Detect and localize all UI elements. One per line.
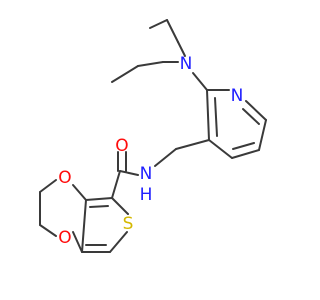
molecule-structure: O N H N N O O S bbox=[39, 19, 267, 253]
bond-o-top-ch2 bbox=[39, 179, 57, 193]
bond-pyr-c3-c2 bbox=[206, 89, 210, 141]
bond-carbonyl-thiophene bbox=[111, 170, 121, 199]
bond-c3-o-top bbox=[72, 184, 87, 201]
bond-pyr-c3-ch2 bbox=[175, 139, 210, 150]
bond-pyr-c5-c4-inner bbox=[232, 142, 255, 150]
atom-thiophene-sulfur: S bbox=[123, 214, 134, 234]
atom-dioxane-oxygen-top: O bbox=[58, 168, 71, 188]
bond-pyr-n1-c6-inner bbox=[242, 108, 260, 125]
bond-thio-c3-c2-inner bbox=[89, 205, 109, 208]
atom-amine-nitrogen: N bbox=[180, 54, 193, 74]
atom-labels: O N H N N O O S bbox=[58, 54, 243, 248]
bond-ch2-o-bottom bbox=[39, 224, 57, 237]
bond-pyr-c4-c3 bbox=[208, 139, 233, 159]
atom-dioxane-oxygen-bottom: O bbox=[58, 228, 71, 248]
bond-thio-c2-s bbox=[111, 197, 129, 215]
atom-pyridine-nitrogen: N bbox=[231, 86, 244, 106]
bond-ethyl2-ch2 bbox=[137, 61, 164, 67]
bond-thio-s-c5 bbox=[109, 231, 128, 253]
atom-amide-nitrogen: N bbox=[140, 164, 153, 184]
bond-pyr-c6-c5 bbox=[258, 119, 267, 151]
bond-o-bottom-c4 bbox=[72, 231, 83, 253]
bond-thio-c3-c2 bbox=[85, 197, 113, 201]
bond-amine-n-pyridine bbox=[192, 72, 208, 91]
bond-thio-c4-c3 bbox=[81, 199, 87, 253]
bond-pyr-c3-c2-inner bbox=[214, 97, 218, 137]
atom-amide-hydrogen: H bbox=[140, 185, 153, 205]
bond-ethyl1-terminal bbox=[149, 19, 168, 29]
bond-amide-n-carbonyl bbox=[119, 170, 139, 176]
bond-lines bbox=[39, 19, 267, 253]
bond-ethyl2-terminal bbox=[111, 65, 139, 83]
bond-pyr-c5-c4 bbox=[231, 149, 260, 159]
bond-ch2-amide-n bbox=[154, 148, 177, 167]
bond-ethyl1-n bbox=[177, 41, 186, 57]
atom-amide-oxygen: O bbox=[115, 136, 128, 156]
bond-ethyl1-ch2 bbox=[166, 19, 179, 43]
bond-pyr-n1-c6 bbox=[245, 100, 267, 121]
